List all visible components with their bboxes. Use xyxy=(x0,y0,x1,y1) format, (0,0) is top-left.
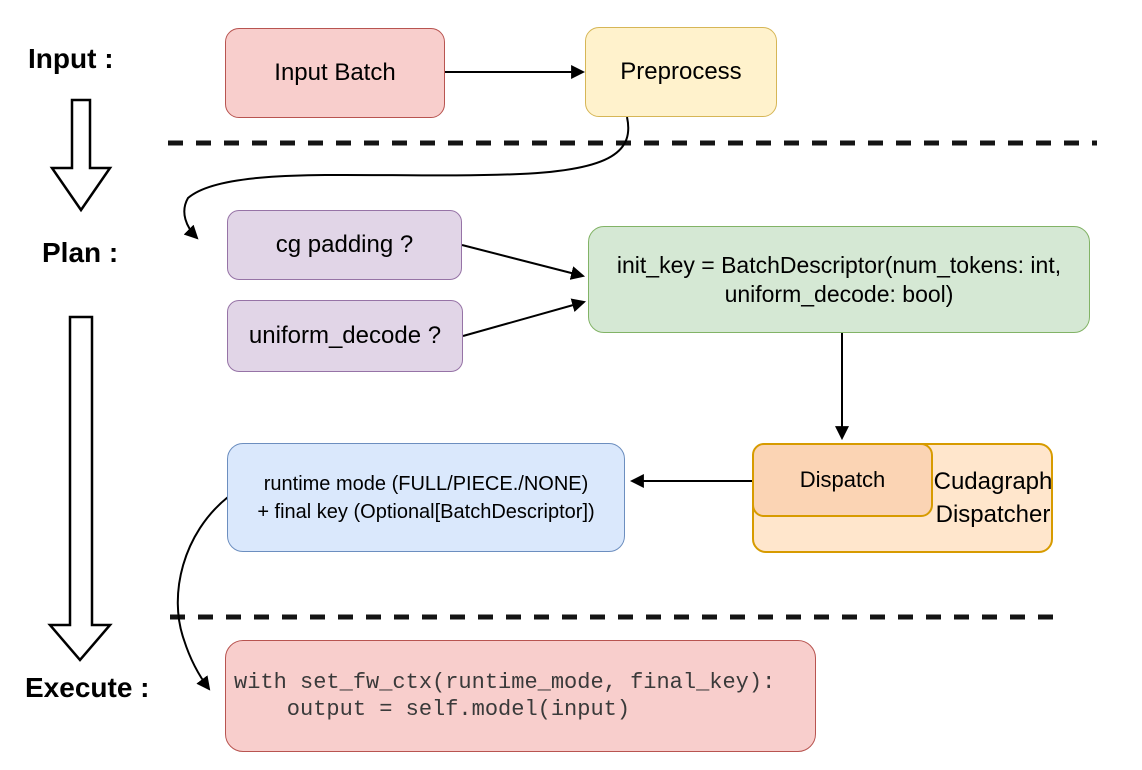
node-cudagraph-dispatcher-label: Cudagraph Dispatcher xyxy=(933,468,1053,528)
node-preprocess-label: Preprocess xyxy=(620,58,742,85)
node-runtime-mode-line2: + final key (Optional[BatchDescriptor]) xyxy=(257,500,595,523)
node-uniform-decode: uniform_decode ? xyxy=(227,300,463,372)
execute-code-line-1: with set_fw_ctx(runtime_mode, final_key)… xyxy=(234,670,776,695)
node-init-key-label: init_key = BatchDescriptor(num_tokens: i… xyxy=(616,251,1062,307)
node-execute-code: with set_fw_ctx(runtime_mode, final_key)… xyxy=(225,640,816,752)
node-dispatch-label: Dispatch xyxy=(799,467,886,492)
node-dispatch: Dispatch xyxy=(752,443,933,517)
plan-to-execute-arrow xyxy=(47,315,113,662)
arrow-preprocess-to-cg-padding xyxy=(183,116,630,240)
input-to-plan-arrow xyxy=(49,98,113,213)
node-cg-padding-label: cg padding ? xyxy=(275,231,414,258)
arrow-runtime-mode-to-execute-code xyxy=(176,496,229,691)
node-input-batch: Input Batch xyxy=(225,28,445,118)
node-input-batch-label: Input Batch xyxy=(274,59,396,86)
node-runtime-mode: runtime mode (FULL/PIECE./NONE) + final … xyxy=(227,443,625,552)
node-cg-padding: cg padding ? xyxy=(227,210,462,280)
execute-code-line-2: output = self.model(input) xyxy=(234,697,631,722)
arrow-uniform-decode-to-init-key xyxy=(462,298,587,337)
node-preprocess: Preprocess xyxy=(585,27,777,117)
stage-label-input: Input : xyxy=(28,43,114,74)
node-runtime-mode-line1: runtime mode (FULL/PIECE./NONE) xyxy=(263,472,589,495)
node-uniform-decode-label: uniform_decode ? xyxy=(248,322,442,349)
node-init-key: init_key = BatchDescriptor(num_tokens: i… xyxy=(588,226,1090,333)
arrow-cg-padding-to-init-key xyxy=(461,244,586,280)
stage-label-plan: Plan : xyxy=(42,237,119,268)
stage-label-execute: Execute : xyxy=(25,672,150,703)
